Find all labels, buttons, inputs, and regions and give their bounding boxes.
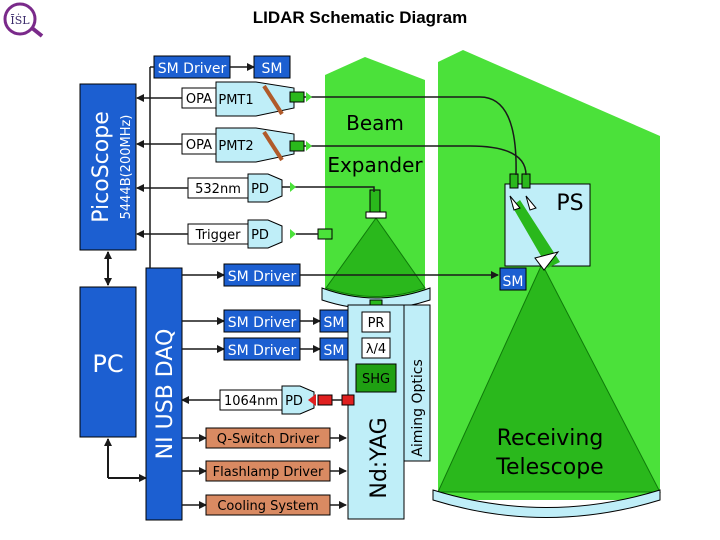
pmt1-label: PMT1 xyxy=(218,93,253,108)
picoscope-box xyxy=(79,83,137,251)
pmt1-filter xyxy=(262,84,284,116)
sm-top-box xyxy=(253,55,291,79)
sm-driver-pr-label: SM Driver xyxy=(228,315,297,331)
pd532-input-arrow xyxy=(290,182,296,192)
pr-box xyxy=(361,311,391,333)
sm-pr-label: SM xyxy=(324,315,345,331)
beam-expander-region xyxy=(325,57,425,300)
pmt1-box xyxy=(215,81,295,117)
telescope-label: Telescope xyxy=(495,455,603,480)
ps-mirror-icon xyxy=(534,251,560,271)
pd-trig-label: PD xyxy=(251,228,269,243)
sm-driver-ps-label: SM Driver xyxy=(228,269,297,285)
pmt2-filter xyxy=(262,130,284,162)
primary-mirror xyxy=(432,489,661,518)
sm-l4-label: SM xyxy=(324,343,345,359)
sm-ps-label: SM xyxy=(503,274,524,290)
expander-lens xyxy=(365,211,387,219)
trigger-fiber-connector xyxy=(317,228,333,240)
pc-box xyxy=(79,286,137,438)
trigger-label: Trigger xyxy=(195,228,241,243)
pmt1-connector xyxy=(289,91,305,103)
pd532-label: PD xyxy=(251,182,269,197)
aiming-optics-box xyxy=(403,304,431,462)
pd532-box xyxy=(247,173,283,203)
nm532-label: 532nm xyxy=(195,182,241,197)
cooling-label: Cooling System xyxy=(217,499,318,514)
receiving-cone xyxy=(437,262,661,493)
fiber-pmt2 xyxy=(300,145,527,176)
pd1064-box xyxy=(281,385,315,415)
shg-box xyxy=(355,363,397,393)
page-title: LIDAR Schematic Diagram xyxy=(252,8,468,27)
pmt2-box xyxy=(215,127,295,163)
sm-driver-l4-label: SM Driver xyxy=(228,343,297,359)
institution-logo: ĪṠL xyxy=(2,2,46,45)
qswitch-label: Q-Switch Driver xyxy=(217,432,320,447)
laser-1064-port xyxy=(341,394,355,406)
pd1064-input-arrow xyxy=(308,394,316,406)
opa2-label: OPA xyxy=(186,138,212,153)
ps-fiber-1 xyxy=(509,173,519,189)
receiving-label: Receiving xyxy=(497,426,604,451)
picoscope-model: 5444B(200MHz) xyxy=(119,115,134,220)
pmt2-label: PMT2 xyxy=(218,139,253,154)
shg-label: SHG xyxy=(362,372,390,387)
pd1064-fiber xyxy=(317,394,333,406)
sm-driver-top-label: SM Driver xyxy=(158,61,227,77)
sm-top-label: SM xyxy=(262,61,283,77)
beam-label: Beam xyxy=(346,111,404,135)
pmt2-input-arrow xyxy=(306,141,312,151)
fiber-pmt1 xyxy=(300,96,517,176)
daq-box xyxy=(145,267,183,521)
expander-cone xyxy=(325,217,426,297)
pd-trig-box xyxy=(247,219,283,249)
picoscope-label: PicoScope xyxy=(89,111,114,222)
flashlamp-label: Flashlamp Driver xyxy=(213,465,324,480)
ps-beam xyxy=(512,200,560,268)
pd1064-label: PD xyxy=(285,394,303,409)
sm-ps-box xyxy=(499,267,527,291)
aiming-optics-label: Aiming Optics xyxy=(410,359,426,456)
pr-label: PR xyxy=(368,316,385,331)
pmt1-input-arrow xyxy=(306,92,312,102)
pd-trig-input-arrow xyxy=(290,229,296,239)
ps-fiber-2 xyxy=(521,173,531,189)
nm1064-label: 1064nm xyxy=(224,394,278,409)
fiber-532 xyxy=(280,186,375,192)
ps-lens-1 xyxy=(509,195,521,211)
ndyag-label: Nd:YAG xyxy=(367,417,392,498)
svg-text:ĪṠL: ĪṠL xyxy=(10,13,30,27)
lambda4-box xyxy=(361,337,391,359)
expander-fiber xyxy=(369,189,381,215)
daq-label: NI USB DAQ xyxy=(153,329,178,460)
expander-label: Expander xyxy=(327,153,423,177)
ps-lens-2 xyxy=(525,195,537,211)
lambda4-label: λ/4 xyxy=(366,342,386,357)
opa1-label: OPA xyxy=(186,92,212,107)
pmt2-connector xyxy=(289,140,305,152)
ps-label: PS xyxy=(556,191,583,216)
pc-label: PC xyxy=(92,350,123,378)
